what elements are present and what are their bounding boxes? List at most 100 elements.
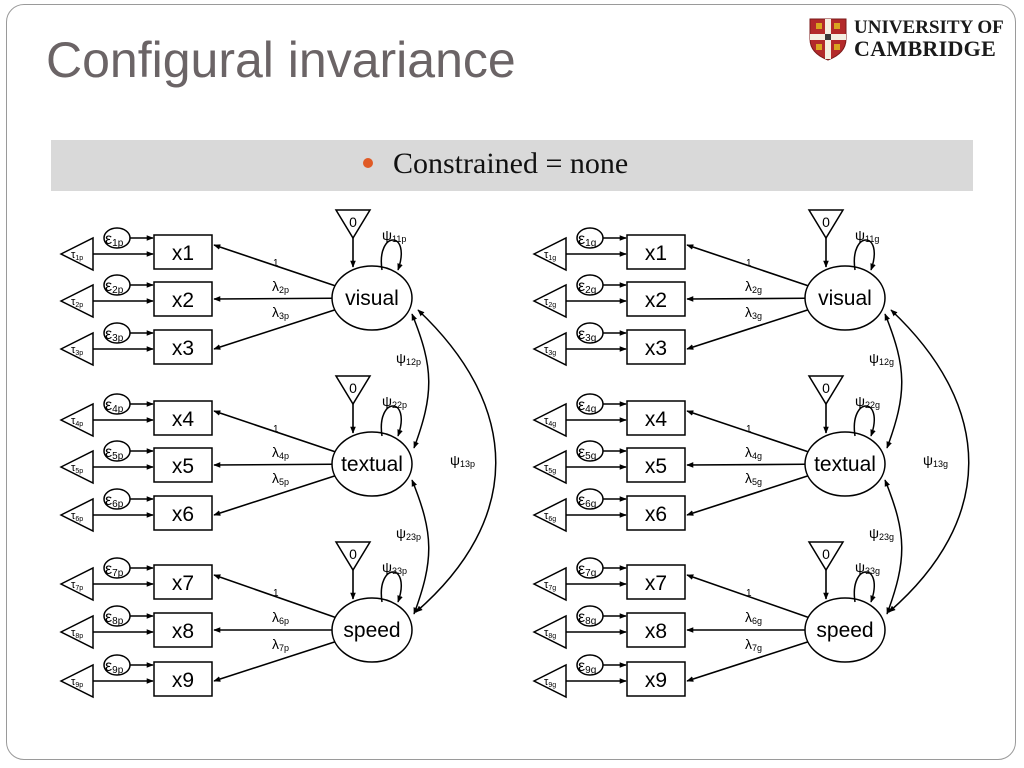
latent-ellipse [331,597,413,663]
indicator-box [626,281,686,317]
intercept-label: τ1g [544,249,556,262]
mean-triangle [334,541,372,572]
latent-label: visual [345,287,399,310]
latent-label: speed [343,619,400,642]
mean-label: 0 [349,214,357,230]
loading-label: 1 [746,424,752,435]
intercept-triangle [59,236,94,272]
variance-label: ψ22g [855,393,880,410]
residual-label: ε8g [578,609,596,627]
mean-triangle [334,209,372,240]
indicator-box [153,612,213,648]
intercept-label: τ4g [544,415,556,428]
covariance: ψ13p [415,309,497,613]
latent-ellipse [804,597,886,663]
residual-label: ε8p [105,609,124,627]
indicator-label: x9 [172,669,194,692]
latent-ellipse [331,431,413,497]
variance-loop [853,405,876,437]
variance-loop [853,571,876,603]
indicator-box [153,400,213,436]
indicator-box [153,661,213,697]
residual-label: ε9g [578,658,596,676]
intercept-triangle [59,497,94,533]
university-logo: UNIVERSITY OF CAMBRIDGE [808,17,1008,61]
indicator-label: x5 [645,455,667,478]
residual-label: ε5g [578,444,596,462]
intercept-triangle [59,663,94,699]
loading-label: λ2p [272,278,289,295]
intercept-label: τ7g [544,579,556,592]
loading-arrow [686,296,806,302]
indicator-label: x2 [645,289,667,312]
residual-label: ε6p [105,492,124,510]
loading-label: λ3p [272,304,289,321]
variance-loop [380,239,403,271]
loading-label: λ7g [745,636,762,653]
latent-ellipse [804,265,886,331]
indicator-label: x7 [645,572,667,595]
indicator-label: x3 [645,337,667,360]
variance-label: ψ11p [382,227,406,244]
indicator-label: x6 [172,503,194,526]
indicator-label: x4 [172,408,195,431]
loading-label: 1 [273,588,279,599]
residual-label: ε6g [578,492,596,510]
intercept-triangle [532,331,567,367]
covariance-label: ψ13g [923,452,948,469]
intercept-triangle [532,663,567,699]
loading-label: 1 [746,258,752,269]
intercept-label: τ2g [544,296,556,309]
loading-label: λ6g [745,609,762,626]
variance-label: ψ11g [855,227,879,244]
intercept-triangle [532,449,567,485]
indicator-box [153,281,213,317]
residual-label: ε2g [578,278,596,296]
mean-triangle [334,375,372,406]
covariance-label: ψ23g [869,525,894,542]
indicator-box [626,661,686,697]
indicator-box [626,400,686,436]
intercept-label: τ9p [71,676,83,689]
intercept-triangle [59,331,94,367]
covariance-arc [411,313,430,449]
residual-label: ε7p [105,561,124,579]
loading-label: 1 [746,588,752,599]
residual-label: ε2p [105,278,124,296]
indicator-box [626,329,686,365]
loading-label: λ4g [745,444,762,461]
loading-arrow [686,641,809,682]
residual-label: ε4g [578,397,596,415]
latent-label: textual [341,453,403,476]
intercept-triangle [59,402,94,438]
covariance-label: ψ13p [450,452,475,469]
indicator-label: x4 [645,408,668,431]
covariance: ψ13g [888,309,970,613]
intercept-triangle [532,566,567,602]
indicator-label: x1 [172,242,194,265]
indicator-box [626,612,686,648]
indicator-label: x7 [172,572,194,595]
intercept-label: τ1p [71,249,83,262]
indicator-box [153,564,213,600]
covariance-arc [411,479,430,615]
intercept-label: τ7p [71,579,83,592]
loading-arrow [213,574,336,619]
residual-label: ε4p [105,397,124,415]
indicator-row: x4 τ4g ε4g 1 [532,393,809,453]
loading-arrow [213,475,336,516]
loading-label: λ4p [272,444,289,461]
loading-arrow [686,475,809,516]
indicator-label: x8 [645,620,667,643]
